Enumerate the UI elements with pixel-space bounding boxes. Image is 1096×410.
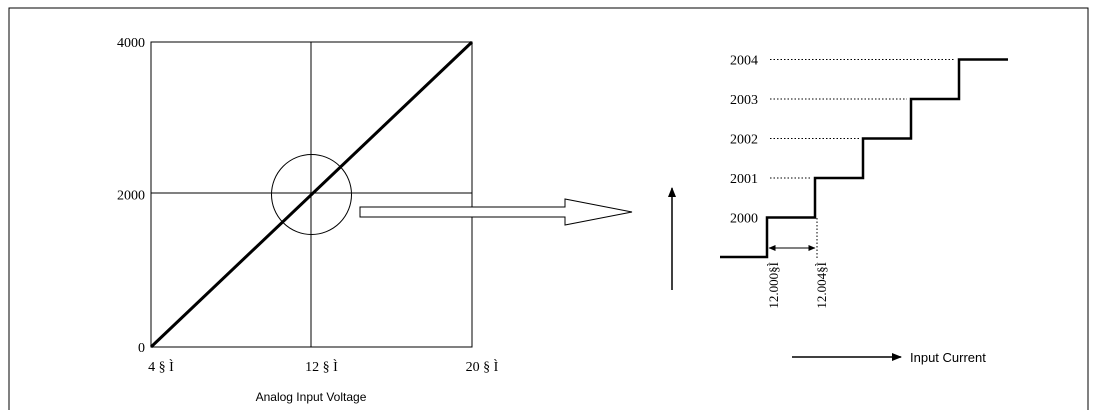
x-tick-label-20: 20 § Ì bbox=[466, 358, 499, 375]
x-axis-label: Analog Input Voltage bbox=[256, 390, 367, 404]
step-label-2004: 2004 bbox=[730, 54, 758, 69]
zoom-hollow-arrow bbox=[359, 198, 633, 226]
right-chart: 2000 2001 2002 2003 2004 12.000§Ì 12.004… bbox=[668, 54, 1008, 365]
linear-conversion-line bbox=[149, 40, 474, 349]
zoom-circle bbox=[271, 154, 352, 235]
input-current-label: Input Current bbox=[910, 350, 986, 365]
left-chart: 0 2000 4000 4 § Ì 12 § Ì 20 § Ì Analog I… bbox=[117, 36, 499, 404]
y-tick-label-0: 0 bbox=[138, 341, 145, 356]
step-label-2003: 2003 bbox=[730, 93, 758, 108]
step-label-2002: 2002 bbox=[730, 133, 758, 148]
staircase-line bbox=[720, 58, 1008, 259]
x-tick-label-12: 12 § Ì bbox=[305, 358, 338, 375]
y-tick-label-4000: 4000 bbox=[117, 36, 145, 51]
step-label-2000: 2000 bbox=[730, 212, 758, 227]
step-function bbox=[720, 58, 1008, 259]
y-tick-label-2000: 2000 bbox=[117, 189, 145, 204]
step-label-2001: 2001 bbox=[730, 172, 758, 187]
current-label-12004: 12.004§Ì bbox=[814, 262, 829, 309]
x-tick-label-4: 4 § Ì bbox=[148, 358, 174, 375]
current-label-12000: 12.000§Ì bbox=[766, 262, 781, 309]
outer-frame bbox=[8, 7, 1089, 410]
